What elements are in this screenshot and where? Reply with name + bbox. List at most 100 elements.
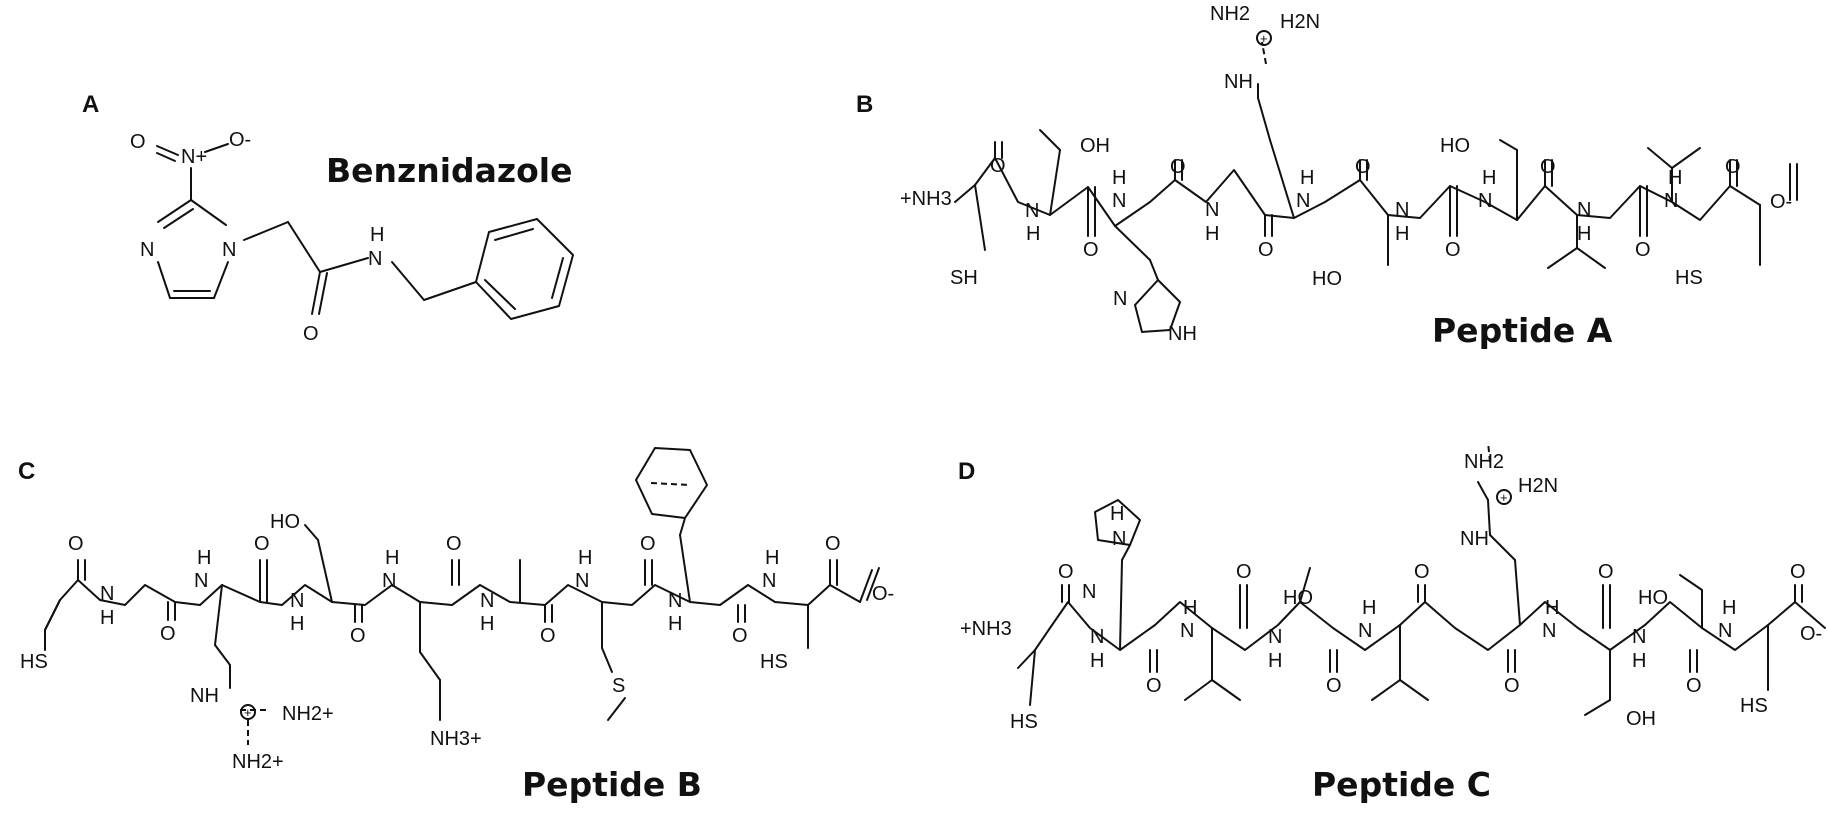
atom-o: O xyxy=(350,625,366,647)
atom-h: H xyxy=(197,547,211,569)
atom-nh: NH xyxy=(1168,323,1197,345)
atom-n: N xyxy=(140,239,154,261)
atom-o: O xyxy=(732,625,748,647)
atom-o: O xyxy=(640,533,656,555)
atom-n: N xyxy=(1577,199,1591,221)
atom-h: H xyxy=(1668,167,1682,189)
compound-name-peptide-a: Peptide A xyxy=(1432,311,1613,350)
atom-nh: NH xyxy=(190,685,219,707)
atom-o-minus: O- xyxy=(1800,623,1822,645)
benzene-ring xyxy=(475,218,574,320)
atom-n: N xyxy=(1090,626,1104,648)
atom-n: N xyxy=(1205,199,1219,221)
peptide-b-atom-labels: HS O N H O H N O HO N H O NH + NH2+ NH2+… xyxy=(20,511,894,773)
atom-h: H xyxy=(1090,650,1104,672)
atom-h: H xyxy=(1026,223,1040,245)
panel-a: A Benznidazole O N+ O- N N xyxy=(82,91,574,345)
atom-n: N xyxy=(194,570,208,592)
atom-o: O xyxy=(1504,675,1520,697)
atom-nh3-plus: NH3+ xyxy=(430,728,482,750)
atom-n: N xyxy=(1358,620,1372,642)
atom-h: H xyxy=(1205,223,1219,245)
atom-h: H xyxy=(1482,167,1496,189)
atom-o: O xyxy=(540,625,556,647)
atom-o: O xyxy=(825,533,841,555)
atom-nh2: NH2 xyxy=(1210,3,1250,25)
atom-o: O xyxy=(1790,561,1806,583)
peptide-c-side-chains xyxy=(1029,441,1769,716)
atom-n: N xyxy=(1296,190,1310,212)
atom-n: N xyxy=(1268,626,1282,648)
atom-n: N xyxy=(1113,288,1127,310)
atom-o: O xyxy=(1725,156,1741,178)
peptide-c-atom-labels: +NH3 HS O N H H N N O H N O N H HO O H N… xyxy=(960,451,1822,733)
atom-o: O xyxy=(1355,156,1371,178)
plus-charge-circle xyxy=(240,704,256,720)
atom-ho: HO xyxy=(1283,587,1313,609)
panel-letter-d: D xyxy=(958,458,975,485)
imidazole-ring: N N xyxy=(140,199,236,299)
atom-hs: HS xyxy=(1675,267,1703,289)
atom-n-plus: N+ xyxy=(181,146,207,168)
atom-h: H xyxy=(578,547,592,569)
atom-o: O xyxy=(1414,561,1430,583)
atom-n: N xyxy=(480,590,494,612)
atom-hs: HS xyxy=(1740,695,1768,717)
atom-o: O xyxy=(303,323,319,345)
atom-h: H xyxy=(1268,650,1282,672)
peptide-c-backbone xyxy=(1017,601,1826,669)
atom-ho: HO xyxy=(1312,268,1342,290)
atom-nh3-plus: +NH3 xyxy=(900,188,952,210)
atom-h2n: H2N xyxy=(1518,475,1558,497)
atom-n: N xyxy=(382,570,396,592)
plus-charge: + xyxy=(1500,490,1508,505)
atom-h: H xyxy=(385,547,399,569)
atom-h2n: H2N xyxy=(1280,11,1320,33)
atom-h: H xyxy=(1577,223,1591,245)
atom-h: H xyxy=(290,613,304,635)
panel-letter-a: A xyxy=(82,91,99,118)
atom-o: O xyxy=(1236,561,1252,583)
atom-o: O xyxy=(130,131,146,153)
atom-o: O xyxy=(1258,239,1274,261)
compound-name-peptide-c: Peptide C xyxy=(1312,765,1491,804)
atom-h: H xyxy=(1362,597,1376,619)
atom-n: N xyxy=(668,590,682,612)
atom-sh: SH xyxy=(950,267,978,289)
atom-h: H xyxy=(1722,597,1736,619)
atom-o: O xyxy=(1635,239,1651,261)
atom-h: H xyxy=(1110,503,1124,525)
atom-o: O xyxy=(160,623,176,645)
atom-nh2-plus: NH2+ xyxy=(282,703,334,725)
atom-h: H xyxy=(668,613,682,635)
plus-charge-circle xyxy=(1256,30,1272,46)
atom-nh3-plus: +NH3 xyxy=(960,618,1012,640)
atom-nh: NH xyxy=(1460,528,1489,550)
atom-ho: HO xyxy=(1440,135,1470,157)
atom-o: O xyxy=(1326,675,1342,697)
atom-n: N xyxy=(368,248,382,270)
atom-o: O xyxy=(1058,561,1074,583)
atom-o: O xyxy=(254,533,270,555)
peptide-a-atom-labels: +NH3 SH O N H OH O H N O N H N NH O NH N… xyxy=(900,3,1792,345)
panel-c: C Peptide B xyxy=(18,447,894,804)
atom-n: N xyxy=(290,590,304,612)
atom-ho: HO xyxy=(1638,587,1668,609)
peptide-a-backbone xyxy=(954,157,1761,227)
atom-n: N xyxy=(222,239,236,261)
atom-h: H xyxy=(480,613,494,635)
atom-nh2: NH2 xyxy=(1464,451,1504,473)
compound-name-benznidazole: Benznidazole xyxy=(326,151,573,190)
peptide-b-carbonyls xyxy=(77,559,838,623)
panel-letter-b: B xyxy=(856,91,873,118)
atom-h: H xyxy=(1395,223,1409,245)
atom-n: N xyxy=(1112,528,1126,550)
atom-o: O xyxy=(1686,675,1702,697)
atom-h: H xyxy=(100,607,114,629)
atom-o: O xyxy=(68,533,84,555)
atom-n: N xyxy=(1112,190,1126,212)
atom-n: N xyxy=(1664,190,1678,212)
atom-o-minus: O- xyxy=(229,129,251,151)
atom-nh: NH xyxy=(1224,71,1253,93)
atom-o: O xyxy=(1146,675,1162,697)
